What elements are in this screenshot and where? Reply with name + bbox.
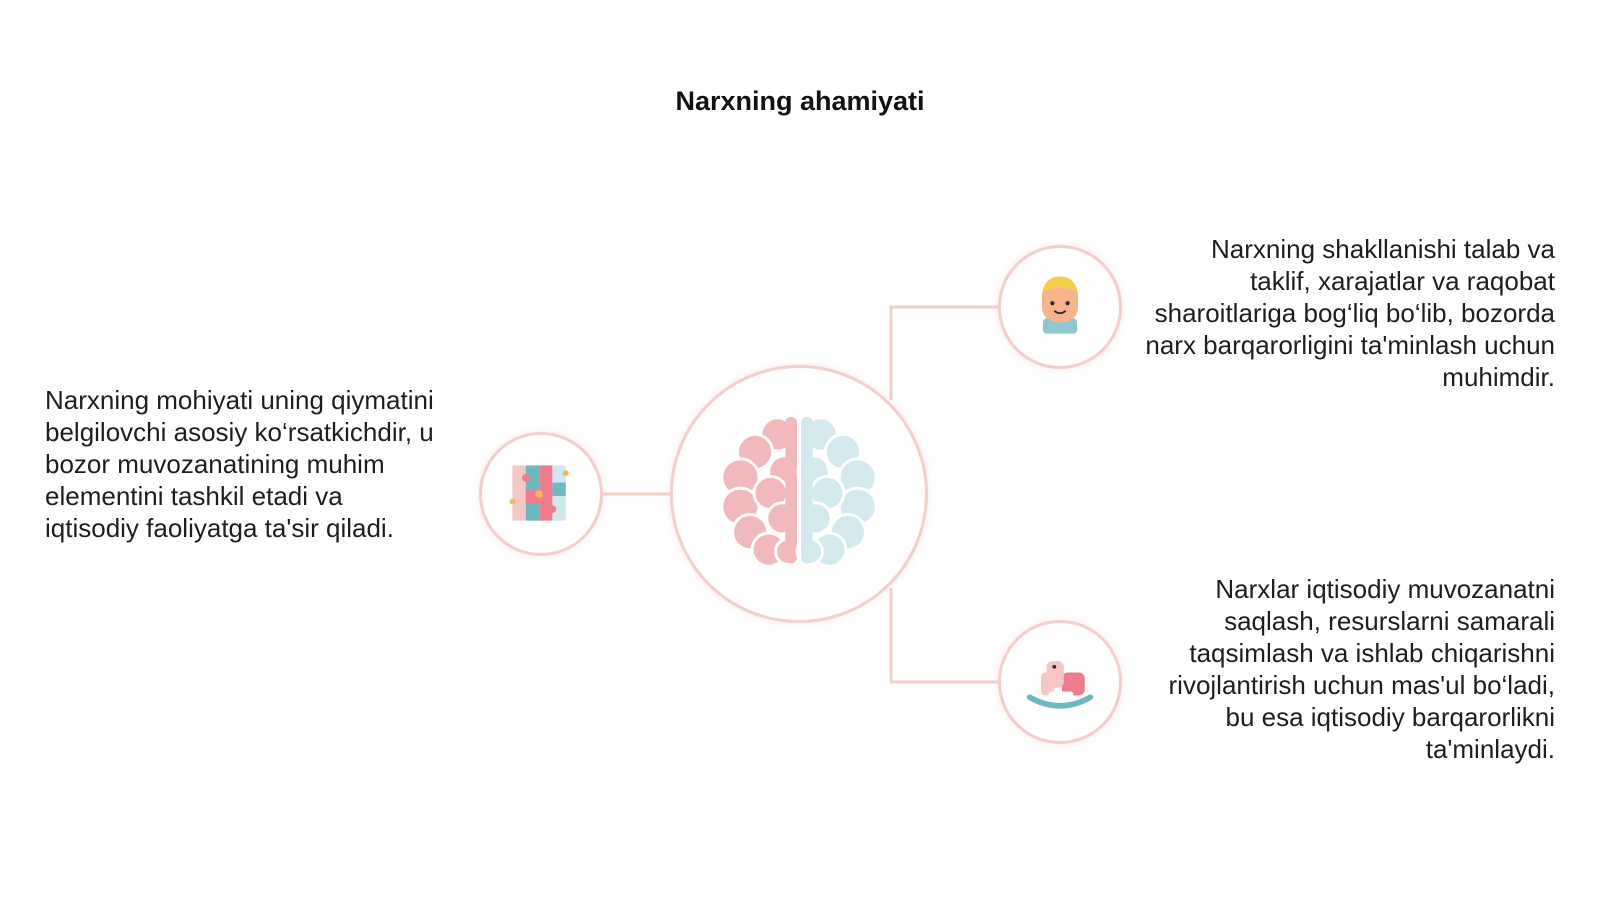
left-node <box>479 432 603 556</box>
puzzle-icon <box>509 465 569 521</box>
connector-top-right <box>889 305 998 400</box>
top-right-node <box>998 245 1122 369</box>
child-face-icon <box>1041 276 1079 334</box>
brain-icon <box>720 414 878 568</box>
slide-title: Narxning ahamiyati <box>675 86 925 116</box>
connector-bottom-right <box>889 588 998 684</box>
bottom-right-node-text: Narxlar iqtisodiy muvozanatni saqlash, r… <box>1168 574 1555 764</box>
center-node <box>670 365 928 623</box>
top-right-node-text: Narxning shakllanishi talab va taklif, x… <box>1145 234 1555 392</box>
left-node-text: Narxning mohiyati uning qiymatini belgil… <box>45 385 434 543</box>
rocking-horse-icon <box>1026 661 1094 709</box>
bottom-right-node <box>998 620 1122 744</box>
